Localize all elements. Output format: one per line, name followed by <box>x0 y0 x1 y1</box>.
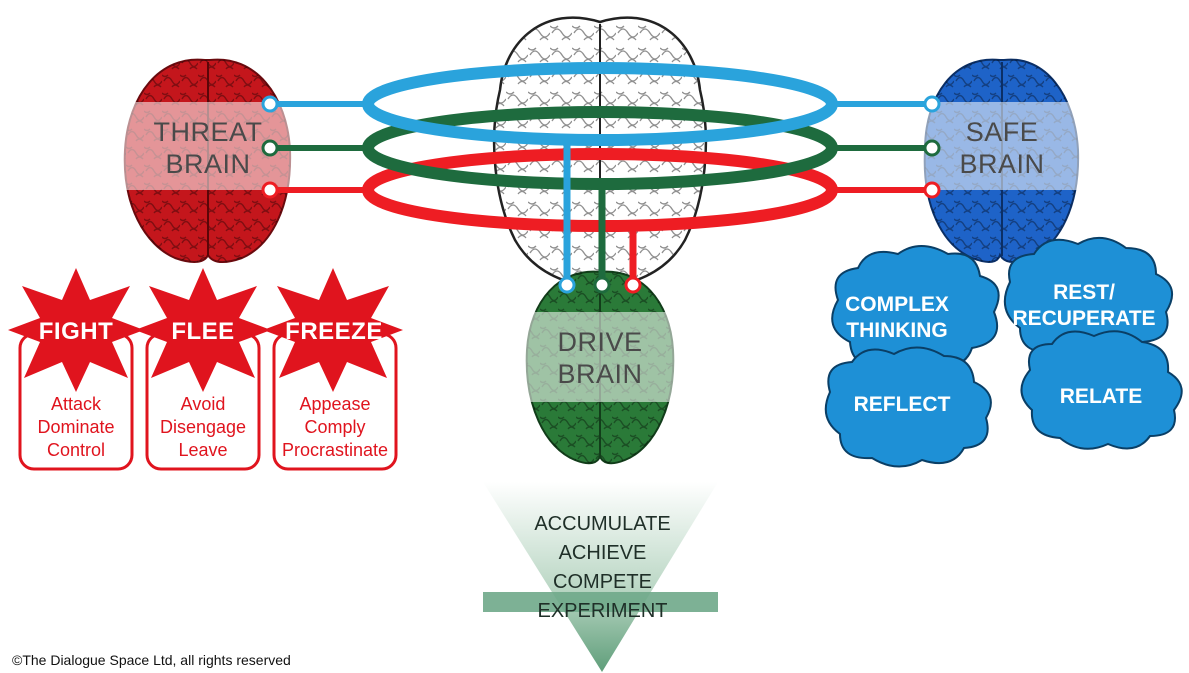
safe-states <box>824 237 1183 468</box>
connection-rings <box>261 62 941 294</box>
threat-responses <box>8 268 403 471</box>
safe-brain <box>922 58 1082 263</box>
freeze-box <box>263 268 403 471</box>
fight-box <box>8 268 144 471</box>
flee-box <box>135 268 271 471</box>
cloud-relate <box>1020 330 1183 450</box>
drive-arrow <box>483 482 718 672</box>
threat-brain <box>122 58 294 263</box>
cloud-reflect <box>824 346 992 468</box>
drive-brain <box>524 270 676 465</box>
copyright-notice: ©The Dialogue Space Ltd, all rights rese… <box>12 652 291 668</box>
drive-arrow-base-band <box>483 592 718 612</box>
